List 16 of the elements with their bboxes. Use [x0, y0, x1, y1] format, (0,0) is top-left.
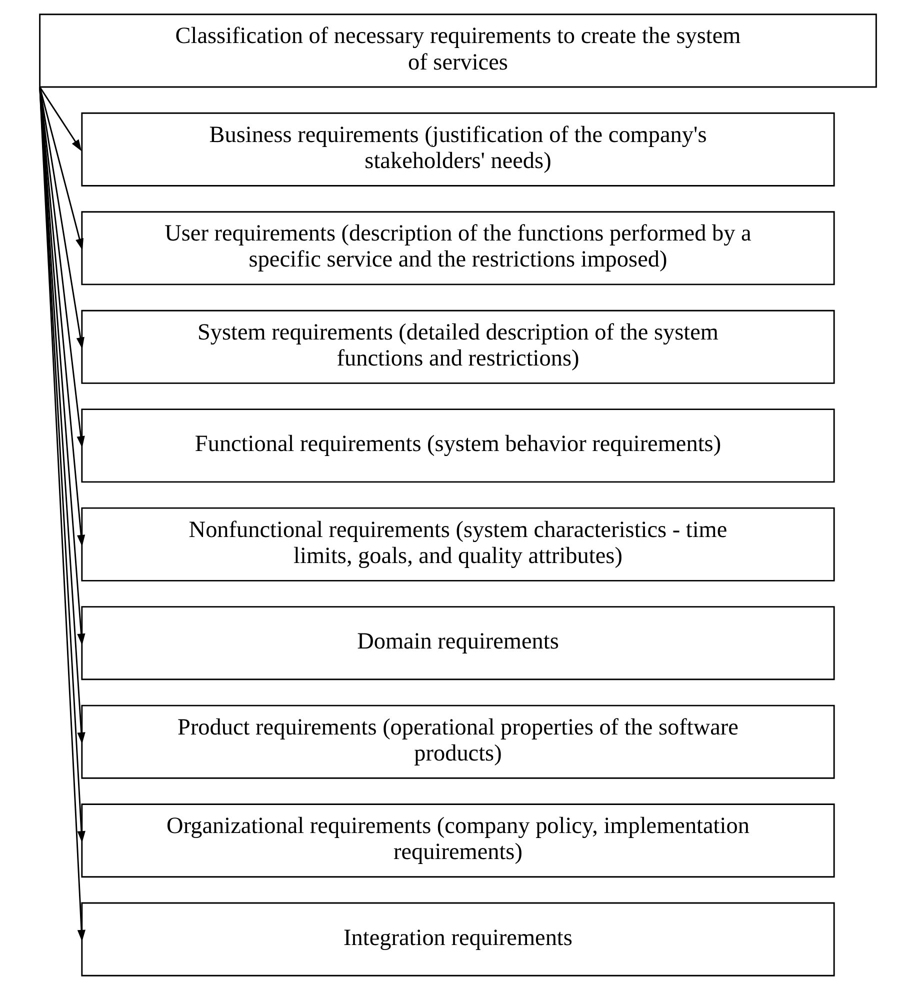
node-box: Nonfunctional requirements (system characteristics - time limits, goals, and quality attributes): [80, 507, 834, 582]
node-box: Business requirements (justification of the company's stakeholders' needs): [80, 112, 834, 186]
arrow: [38, 86, 85, 547]
node-box: Functional requirements (system behavior requirements): [80, 408, 834, 483]
node-box: Organizational requirements (company policy, implementation requirements): [80, 804, 834, 878]
node-box: Classification of necessary requirements to create the system of services: [38, 14, 876, 88]
arrow: [38, 86, 84, 448]
arrow: [38, 86, 82, 152]
node-box: User requirements (description of the functions performed by a specific service and the restrictions imposed): [80, 211, 834, 286]
node-box: System requirements (detailed description of the system functions and restrictions): [80, 310, 834, 384]
arrow: [38, 86, 84, 350]
arrow: [38, 86, 83, 250]
arrow: [38, 86, 85, 646]
node-box: Integration requirements: [80, 902, 834, 976]
node-box: Domain requirements: [80, 606, 834, 680]
node-box: Product requirements (operational properties of the software products): [80, 704, 834, 779]
